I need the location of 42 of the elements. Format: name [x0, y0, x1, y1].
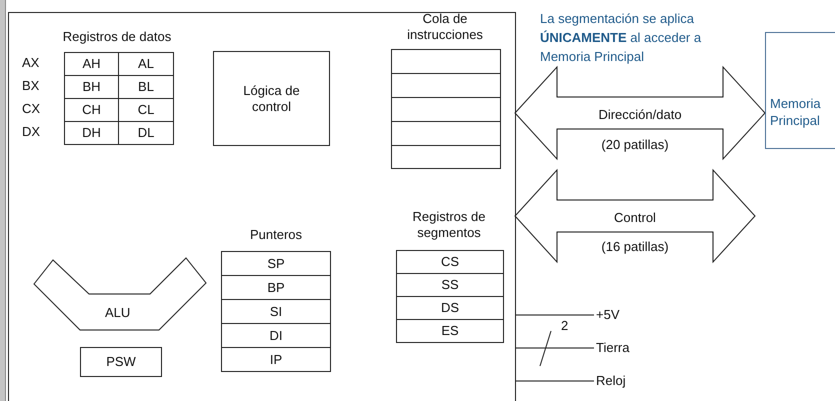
pin-count: (16 patillas): [600, 239, 670, 255]
queue-slot: [391, 121, 501, 146]
register-cell: DI: [221, 323, 331, 348]
queue-slot: [391, 49, 501, 74]
register-cell: DS: [396, 296, 504, 320]
register-cell: SP: [221, 251, 331, 276]
group-heading: Punteros: [250, 227, 302, 243]
register-cell: ES: [396, 319, 504, 343]
register-cell: AH: [64, 52, 119, 76]
register-cell: SI: [221, 299, 331, 324]
bus-width: 2: [561, 318, 570, 334]
register-name: AX: [22, 55, 40, 71]
pin-label: Reloj: [596, 372, 641, 390]
pin-line: [514, 314, 594, 316]
register-cell: DL: [118, 121, 174, 145]
register-name: BX: [22, 78, 40, 94]
note-text: La segmentación se aplica ÚNICAMENTE al acceder a Memoria Principal: [540, 10, 702, 66]
processor-outline: [8, 12, 516, 401]
register-cell: AL: [118, 52, 174, 76]
register-cell: DH: [64, 121, 119, 145]
unit-label: ALU: [105, 305, 130, 321]
register-cell: IP: [221, 347, 331, 372]
pin-label: +5V: [596, 306, 636, 324]
pin-line: [514, 380, 594, 382]
pin-count: (20 patillas): [600, 137, 670, 153]
status-register-box: PSW: [80, 347, 162, 377]
queue-slot: [391, 97, 501, 122]
register-name: CX: [22, 101, 42, 117]
memory-label: Memoria Principal: [770, 95, 822, 129]
bus-arrow: [514, 168, 756, 264]
register-cell: BP: [221, 275, 331, 300]
memory-box: [765, 32, 835, 149]
queue-slot: [391, 73, 501, 98]
register-cell: CS: [396, 250, 504, 274]
group-heading: Registros de segmentos: [412, 209, 486, 241]
control-unit-box: Lógica de control: [213, 51, 330, 146]
group-heading: Cola de instrucciones: [406, 11, 484, 43]
register-cell: SS: [396, 273, 504, 297]
queue-slot: [391, 145, 501, 169]
pin-label: Tierra: [596, 339, 646, 357]
register-name: DX: [22, 124, 42, 140]
group-heading: Registros de datos: [62, 29, 172, 45]
